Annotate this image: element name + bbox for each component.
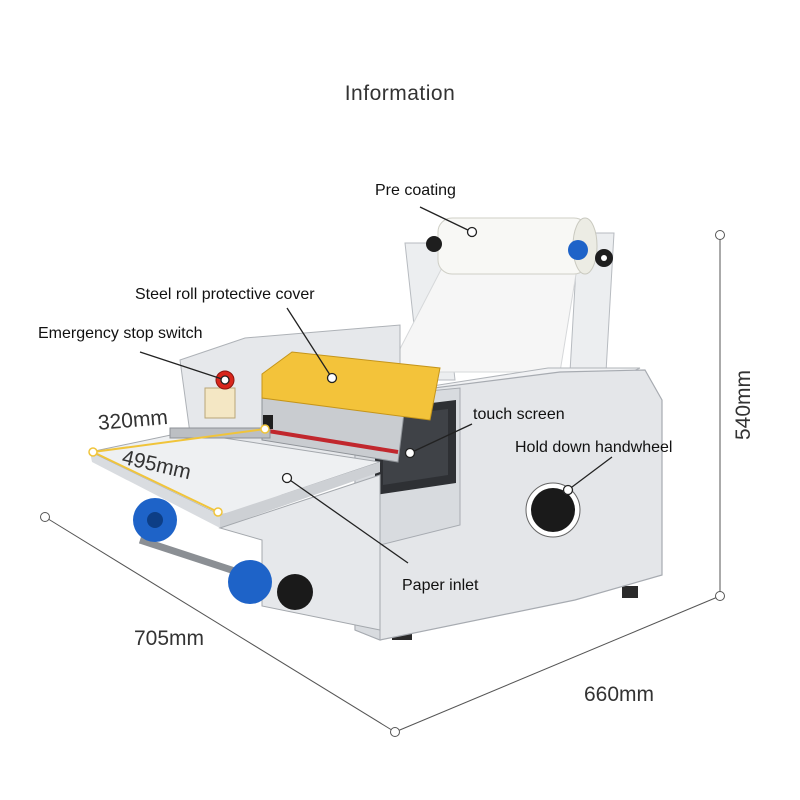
leader-handwheel [567,456,613,491]
page-title: Information [344,82,456,105]
dimension-endpoint [40,512,50,522]
leader-dot-cover [326,372,338,384]
depth-label: 705mm [134,627,205,650]
pre-coating-roll [426,217,613,275]
label-steel-roll-cover: Steel roll protective cover [135,286,315,303]
rewind-roller [228,560,313,610]
dimension-endpoint [715,591,725,601]
dimension-endpoint [715,230,725,240]
dimension-lines [40,230,725,737]
tray-dimension-lines [88,424,270,517]
width-dimension-line [394,595,721,733]
emergency-stop-button [204,370,236,419]
laminator-machine [88,217,663,641]
feed-tray [88,415,381,528]
height-label: 540mm [732,369,755,440]
label-paper-inlet: Paper inlet [402,577,479,594]
label-pre-coating: Pre coating [375,182,456,199]
leader-dot-emergency-stop [220,375,230,385]
leader-emergency-stop [139,351,226,381]
dimension-endpoint [390,727,400,737]
leader-paper-inlet [286,477,409,564]
leader-dot-paper-inlet [281,472,293,484]
width-label: 660mm [584,683,655,706]
leader-pre-coating [419,206,473,233]
leader-dot-handwheel [562,484,574,496]
leader-dot-pre-coating [466,226,478,238]
label-hold-down-handwheel: Hold down handwheel [515,439,673,456]
lower-film-roller [133,498,177,542]
label-touch-screen: touch screen [473,406,565,423]
leader-touch-screen [409,423,473,454]
label-emergency-stop: Emergency stop switch [38,325,203,342]
depth-dimension-line [44,516,396,733]
leader-dot-touch-screen [404,447,416,459]
hold-down-handwheel [525,482,581,538]
leader-cover [286,307,333,379]
steel-roll-protective-cover [261,351,441,421]
callout-leaders [139,206,613,564]
